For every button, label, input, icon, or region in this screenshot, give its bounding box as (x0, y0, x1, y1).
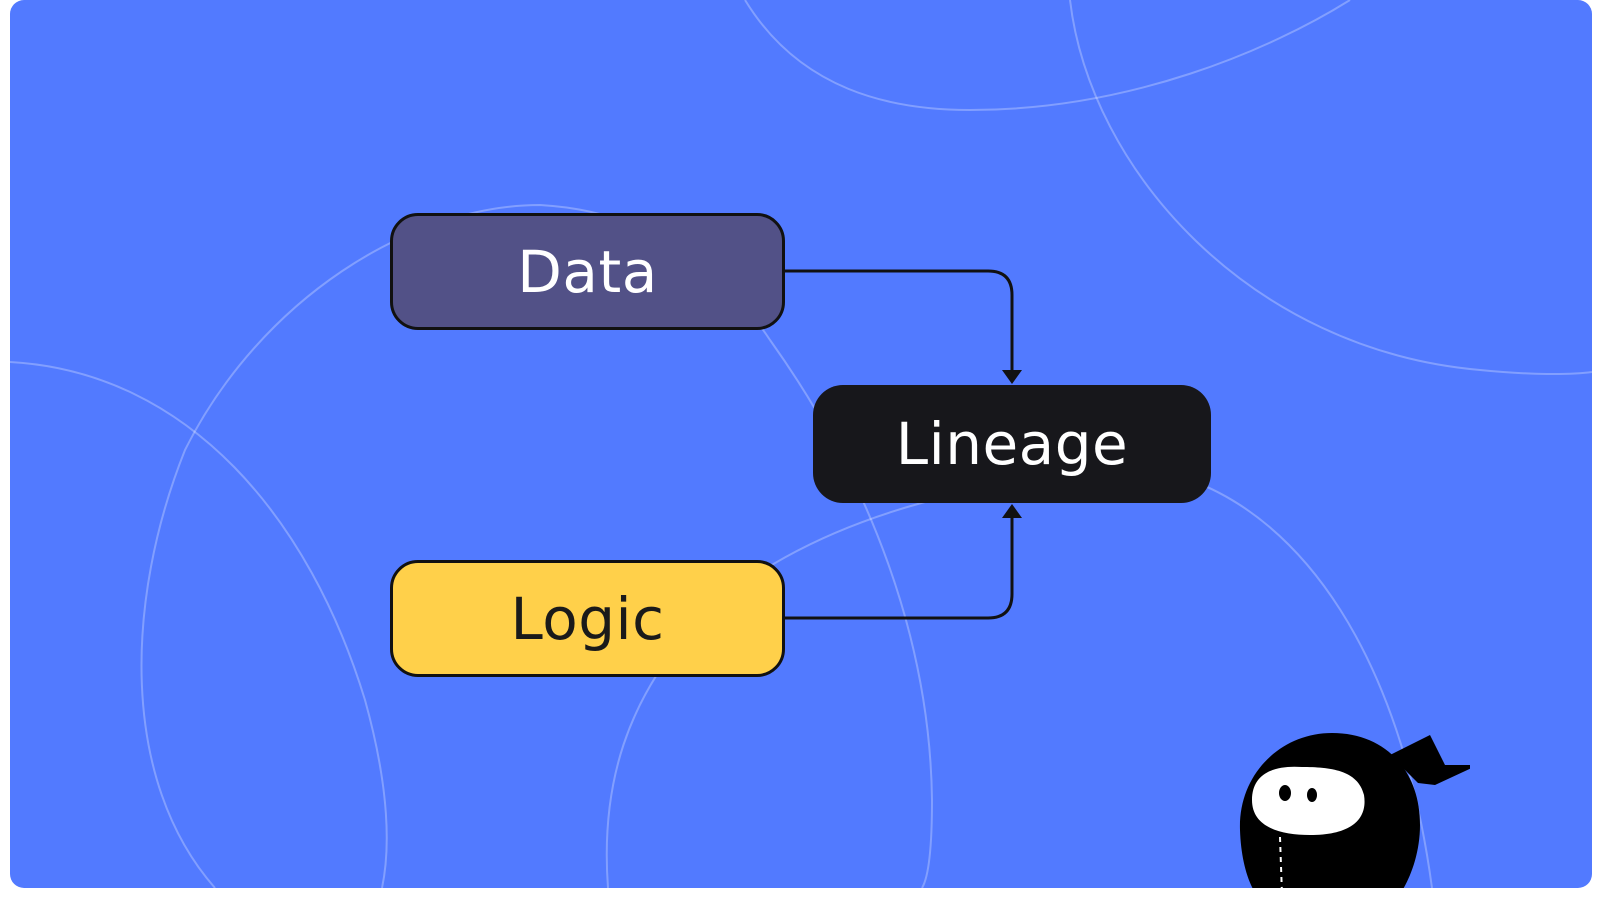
ninja-mascot-icon (1239, 733, 1470, 888)
node-lineage: Lineage (813, 385, 1211, 503)
diagram-canvas: Data Logic Lineage (10, 0, 1592, 888)
node-data: Data (390, 213, 785, 330)
node-logic-label: Logic (510, 584, 665, 653)
node-logic: Logic (390, 560, 785, 677)
node-lineage-label: Lineage (895, 410, 1129, 478)
node-data-label: Data (517, 237, 658, 306)
